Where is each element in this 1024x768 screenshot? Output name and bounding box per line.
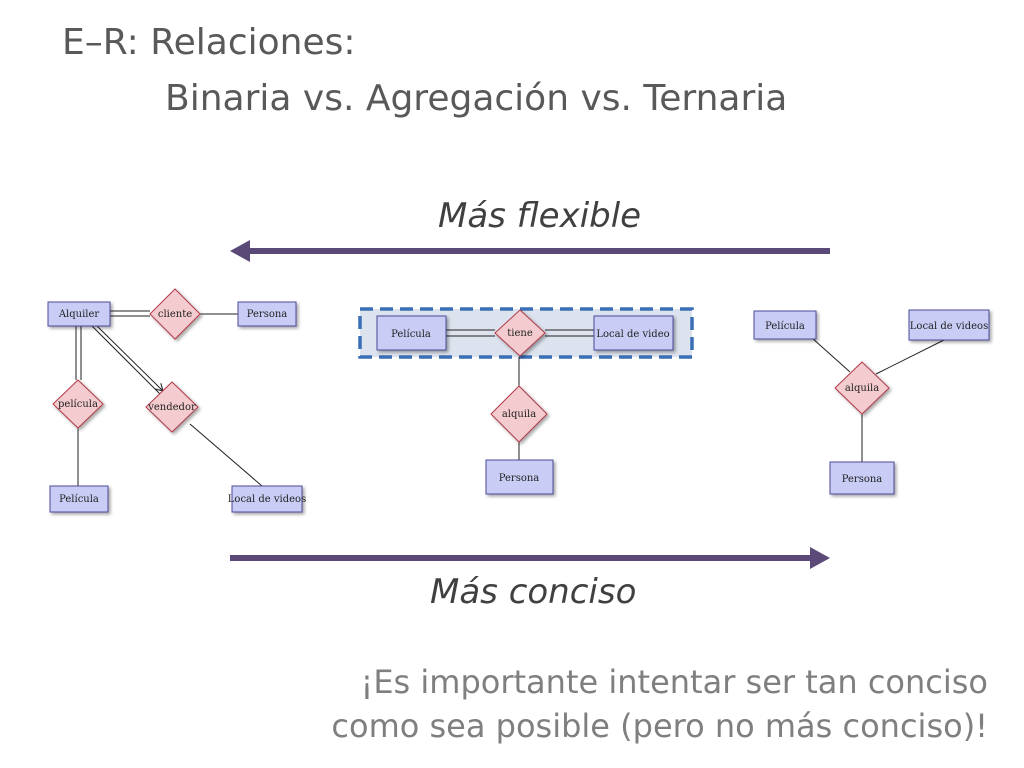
svg-text:Película: Película — [391, 329, 431, 340]
svg-text:Película: Película — [765, 321, 805, 332]
relation-alquila-aggregation: alquila — [490, 385, 548, 443]
entity-local-de-video: Local de video — [593, 315, 674, 351]
relation-pelicula: película — [52, 379, 104, 429]
relation-alquila-ternary: alquila — [834, 361, 890, 415]
svg-text:Alquiler: Alquiler — [58, 309, 100, 320]
note-line-1: ¡Es importante intentar ser tan conciso — [360, 663, 989, 701]
entity-pelicula-binary: Película — [49, 485, 109, 513]
ternary-diagram: Película Local de videos Persona alquila — [753, 309, 990, 495]
entity-local-de-videos-ternary: Local de videos — [908, 309, 990, 341]
svg-text:Persona: Persona — [247, 309, 288, 320]
arrow-left-flexible — [230, 240, 830, 262]
svg-text:Persona: Persona — [842, 474, 883, 485]
entity-alquiler: Alquiler — [47, 301, 111, 327]
svg-text:Local de video: Local de video — [596, 329, 669, 340]
relation-cliente: cliente — [149, 288, 201, 340]
svg-text:cliente: cliente — [158, 309, 192, 320]
svg-text:Persona: Persona — [499, 473, 540, 484]
relation-vendedor: vendedor — [145, 381, 199, 433]
aggregation-diagram: Película Local de video Persona tiene al… — [358, 307, 694, 495]
entity-persona-aggregation: Persona — [485, 459, 554, 495]
svg-text:Local de videos: Local de videos — [228, 494, 306, 505]
entity-local-de-videos-binary: Local de videos — [228, 485, 306, 513]
svg-text:película: película — [58, 399, 98, 410]
entity-persona-ternary: Persona — [829, 461, 895, 495]
slide-title-line-2: Binaria vs. Agregación vs. Ternaria — [165, 78, 788, 119]
relation-tiene: tiene — [494, 309, 546, 357]
more-concise-label: Más conciso — [430, 572, 637, 612]
note-line-2: como sea posible (pero no más conciso)! — [331, 707, 988, 745]
entity-persona-binary: Persona — [237, 301, 297, 327]
entity-pelicula-ternary: Película — [753, 310, 817, 340]
slide-title-line-1: E–R: Relaciones: — [62, 22, 356, 63]
arrow-right-concise — [230, 547, 830, 569]
svg-text:vendedor: vendedor — [147, 402, 196, 413]
more-flexible-label: Más flexible — [438, 196, 642, 236]
svg-text:Local de videos: Local de videos — [910, 321, 988, 332]
concision-note: ¡Es importante intentar ser tan conciso … — [331, 660, 988, 748]
svg-text:tiene: tiene — [507, 328, 533, 339]
entity-pelicula-aggregation: Película — [376, 315, 447, 351]
svg-text:alquila: alquila — [845, 383, 879, 394]
binary-diagram: Alquiler Persona Película Local de video… — [47, 288, 306, 513]
svg-text:alquila: alquila — [502, 409, 536, 420]
svg-text:Película: Película — [59, 494, 99, 505]
